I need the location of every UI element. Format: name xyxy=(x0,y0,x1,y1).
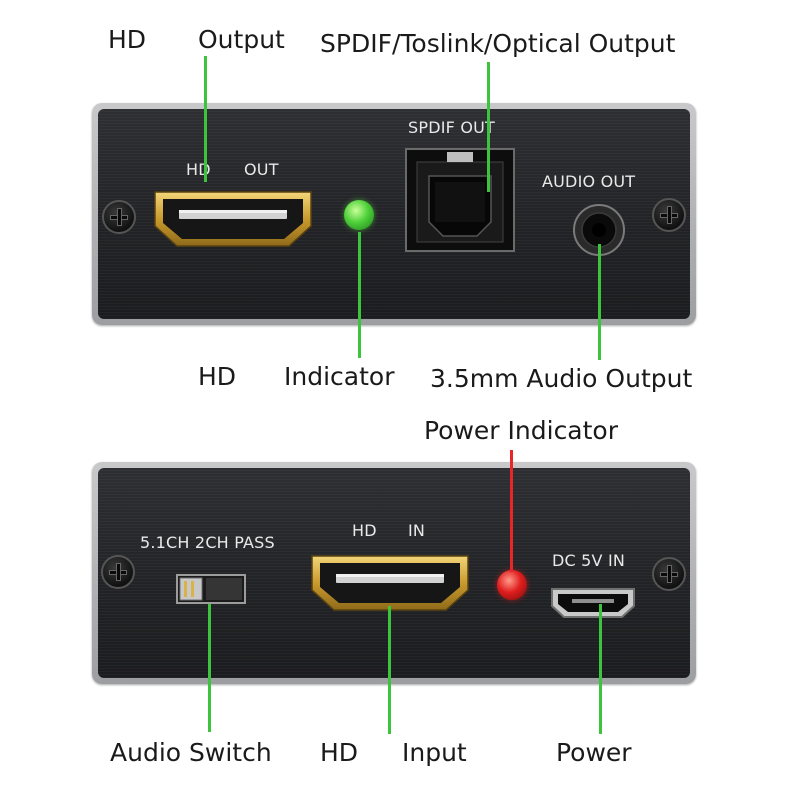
callout-hd-output-b: Output xyxy=(198,25,285,54)
leader-hd-indicator xyxy=(358,232,361,358)
bottom-dc-label: DC 5V IN xyxy=(552,551,626,570)
callout-power: Power xyxy=(556,738,632,767)
callout-power-indicator: Power Indicator xyxy=(424,416,619,445)
callout-audio-output: 3.5mm Audio Output xyxy=(430,364,693,393)
callout-hd-indicator-a: HD xyxy=(198,362,237,391)
top-spdif-label: SPDIF OUT xyxy=(408,118,496,137)
power-indicator-led xyxy=(497,570,527,600)
top-out-label: OUT xyxy=(244,160,279,179)
bottom-switch-label: 5.1CH 2CH PASS xyxy=(140,533,275,552)
callout-audio-switch: Audio Switch xyxy=(110,738,272,767)
audio-jack-icon xyxy=(573,204,625,256)
callout-hd-indicator-b: Indicator xyxy=(284,362,395,391)
hd-indicator-led xyxy=(344,200,374,230)
top-hd-label: HD xyxy=(186,160,211,179)
callout-hd-input-a: HD xyxy=(320,738,359,767)
bottom-hd-label: HD xyxy=(352,521,377,540)
micro-usb-icon xyxy=(551,588,635,618)
top-audio-out-label: AUDIO OUT xyxy=(542,172,636,191)
leader-hd-input xyxy=(388,606,391,734)
leader-hd-output xyxy=(204,56,207,182)
leader-power xyxy=(599,604,602,734)
bottom-in-label: IN xyxy=(408,521,426,540)
hdmi-port-icon xyxy=(311,555,469,611)
leader-spdif-output xyxy=(487,62,490,192)
optical-port-icon xyxy=(405,148,515,252)
hdmi-port-icon xyxy=(154,191,312,247)
screw-icon xyxy=(102,200,136,234)
screw-icon xyxy=(652,557,686,591)
leader-audio-output xyxy=(598,244,601,360)
screw-icon xyxy=(652,198,686,232)
audio-switch-slider[interactable] xyxy=(176,574,246,604)
leader-audio-switch xyxy=(208,604,211,732)
callout-hd-output-a: HD xyxy=(108,25,147,54)
callout-spdif-output: SPDIF/Toslink/Optical Output xyxy=(320,29,676,58)
bottom-panel xyxy=(92,462,696,684)
screw-icon xyxy=(101,555,135,589)
callout-hd-input-b: Input xyxy=(402,738,467,767)
leader-power-indicator xyxy=(510,450,513,572)
